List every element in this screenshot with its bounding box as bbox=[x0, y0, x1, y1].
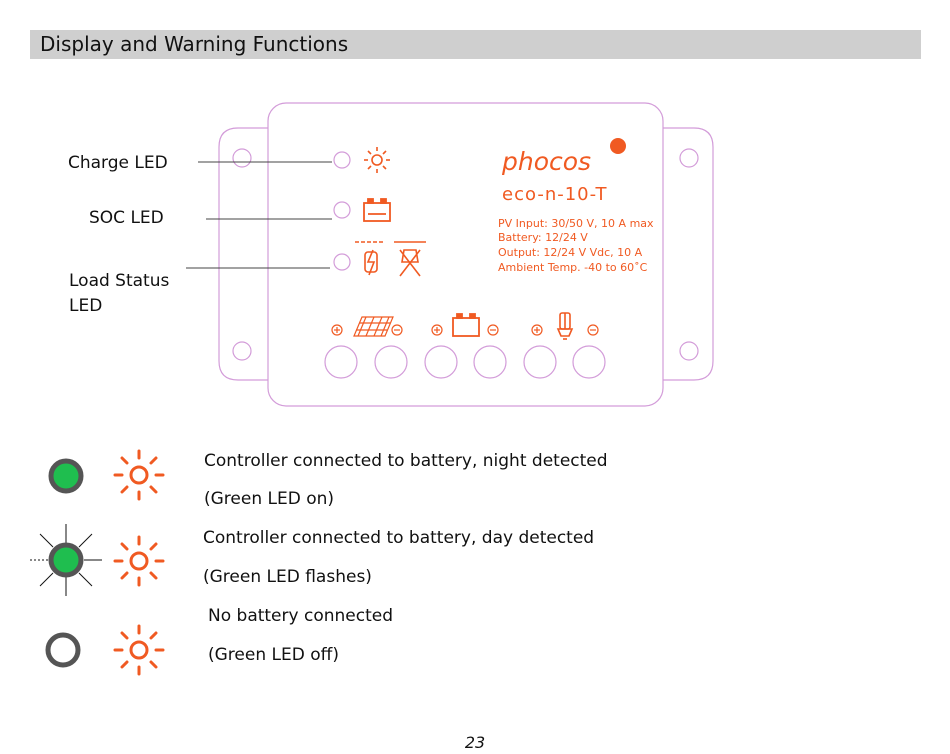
battery-icon bbox=[363, 198, 391, 222]
charge-led-label: Charge LED bbox=[68, 153, 168, 173]
load-status-label-line1: Load Status bbox=[69, 271, 170, 291]
bulb-icon bbox=[556, 312, 574, 340]
terminal-battery-plus bbox=[424, 345, 458, 379]
right-mounting-tab bbox=[663, 127, 714, 381]
state-description-line2: (Green LED off) bbox=[208, 645, 339, 665]
sun-icon bbox=[113, 624, 165, 676]
charge-led bbox=[333, 151, 351, 169]
brand-logo-dot bbox=[610, 138, 626, 154]
state-description-line1: Controller connected to battery, day det… bbox=[203, 528, 595, 548]
load-disconnected-icon bbox=[355, 241, 426, 277]
terminal-battery-minus bbox=[473, 345, 507, 379]
spec-ambient-temp: Ambient Temp. -40 to 60˚C bbox=[498, 261, 648, 274]
mounting-hole bbox=[232, 148, 252, 168]
plus-icon bbox=[331, 324, 343, 336]
green-led-flashing-icon bbox=[30, 524, 102, 596]
plus-icon bbox=[531, 324, 543, 336]
soc-led bbox=[333, 201, 351, 219]
terminal-pv-minus bbox=[374, 345, 408, 379]
plus-icon bbox=[431, 324, 443, 336]
terminal-load-minus bbox=[572, 345, 606, 379]
state-description-line1: No battery connected bbox=[208, 606, 393, 626]
section-title: Display and Warning Functions bbox=[40, 32, 349, 56]
minus-icon bbox=[391, 324, 403, 336]
spec-battery: Battery: 12/24 V bbox=[498, 231, 588, 244]
spec-pv-input: PV Input: 30/50 V, 10 A max bbox=[498, 217, 654, 230]
brand-logo: phocos bbox=[501, 147, 591, 176]
minus-icon bbox=[487, 324, 499, 336]
terminal-pv-plus bbox=[324, 345, 358, 379]
state-description-line2: (Green LED flashes) bbox=[203, 567, 372, 587]
sun-icon bbox=[364, 147, 390, 173]
mounting-hole bbox=[679, 341, 699, 361]
soc-led-label: SOC LED bbox=[89, 208, 164, 228]
section-header: Display and Warning Functions bbox=[30, 30, 921, 59]
spec-output: Output: 12/24 V Vdc, 10 A bbox=[498, 246, 643, 259]
mounting-hole bbox=[679, 148, 699, 168]
mounting-hole bbox=[232, 341, 252, 361]
state-description-line1: Controller connected to battery, night d… bbox=[204, 451, 608, 471]
load-status-led bbox=[333, 253, 351, 271]
sun-icon bbox=[113, 535, 165, 587]
solar-panel-icon bbox=[353, 316, 394, 337]
battery-icon bbox=[452, 313, 480, 337]
state-description-line2: (Green LED on) bbox=[204, 489, 335, 509]
load-status-label-line2: LED bbox=[69, 296, 103, 316]
green-led-off-icon bbox=[45, 632, 81, 668]
page-number: 23 bbox=[464, 733, 486, 752]
minus-icon bbox=[587, 324, 599, 336]
sun-icon bbox=[113, 449, 165, 501]
left-mounting-tab bbox=[218, 127, 268, 381]
terminal-load-plus bbox=[523, 345, 557, 379]
model-name: eco-n-10-T bbox=[502, 184, 607, 205]
green-led-on-icon bbox=[48, 458, 84, 494]
